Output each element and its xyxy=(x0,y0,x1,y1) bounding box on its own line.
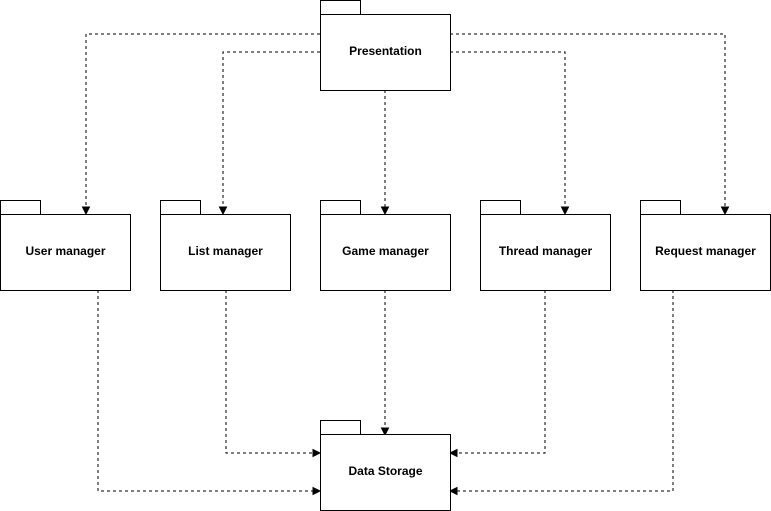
package-body xyxy=(320,214,451,291)
package-data-storage[interactable]: Data Storage xyxy=(320,420,451,511)
package-label-data-storage: Data Storage xyxy=(348,464,422,478)
arrowhead-thread-manager xyxy=(560,206,570,216)
arrowhead-data-storage-from-user-manager xyxy=(312,486,322,496)
edge-user-manager-to-data-storage xyxy=(97,290,314,492)
edge-presentation-to-request-manager xyxy=(450,33,726,208)
package-label-game-manager: Game manager xyxy=(342,244,429,258)
edge-presentation-to-thread-manager xyxy=(450,51,566,208)
package-tab xyxy=(160,200,201,215)
arrowhead-list-manager xyxy=(218,206,228,216)
package-tab xyxy=(320,200,361,215)
arrowhead-data-storage-from-thread-manager xyxy=(448,448,458,458)
arrowhead-user-manager xyxy=(81,206,91,216)
package-label-presentation: Presentation xyxy=(349,44,422,58)
arrowhead-data-storage-from-list-manager xyxy=(312,448,322,458)
package-thread-manager[interactable]: Thread manager xyxy=(480,200,611,291)
package-tab xyxy=(320,420,361,435)
package-label-request-manager: Request manager xyxy=(655,244,756,258)
package-label-user-manager: User manager xyxy=(25,244,105,258)
package-label-list-manager: List manager xyxy=(188,244,263,258)
package-body xyxy=(480,214,611,291)
arrowhead-request-manager xyxy=(720,206,730,216)
package-tab xyxy=(480,200,521,215)
package-body xyxy=(320,434,451,511)
package-tab xyxy=(640,200,681,215)
edge-presentation-to-list-manager xyxy=(222,51,320,208)
dependency-edges xyxy=(81,33,730,496)
arrowhead-game-manager xyxy=(380,206,390,216)
edge-request-manager-to-data-storage xyxy=(456,290,674,492)
package-tab xyxy=(320,0,361,15)
package-label-thread-manager: Thread manager xyxy=(499,244,593,258)
package-body xyxy=(640,214,771,291)
package-tab xyxy=(0,200,41,215)
package-body xyxy=(160,214,291,291)
package-request-manager[interactable]: Request manager xyxy=(640,200,771,291)
edge-presentation-to-user-manager xyxy=(85,33,320,208)
edge-thread-manager-to-data-storage xyxy=(456,290,546,454)
package-game-manager[interactable]: Game manager xyxy=(320,200,451,291)
arrowhead-data-storage-from-request-manager xyxy=(448,486,458,496)
arrowhead-data-storage-from-game-manager xyxy=(380,427,390,437)
package-presentation[interactable]: Presentation xyxy=(320,0,451,91)
package-list-manager[interactable]: List manager xyxy=(160,200,291,291)
package-body xyxy=(320,14,451,91)
package-user-manager[interactable]: User manager xyxy=(0,200,131,291)
package-body xyxy=(0,214,131,291)
edge-list-manager-to-data-storage xyxy=(225,290,314,454)
